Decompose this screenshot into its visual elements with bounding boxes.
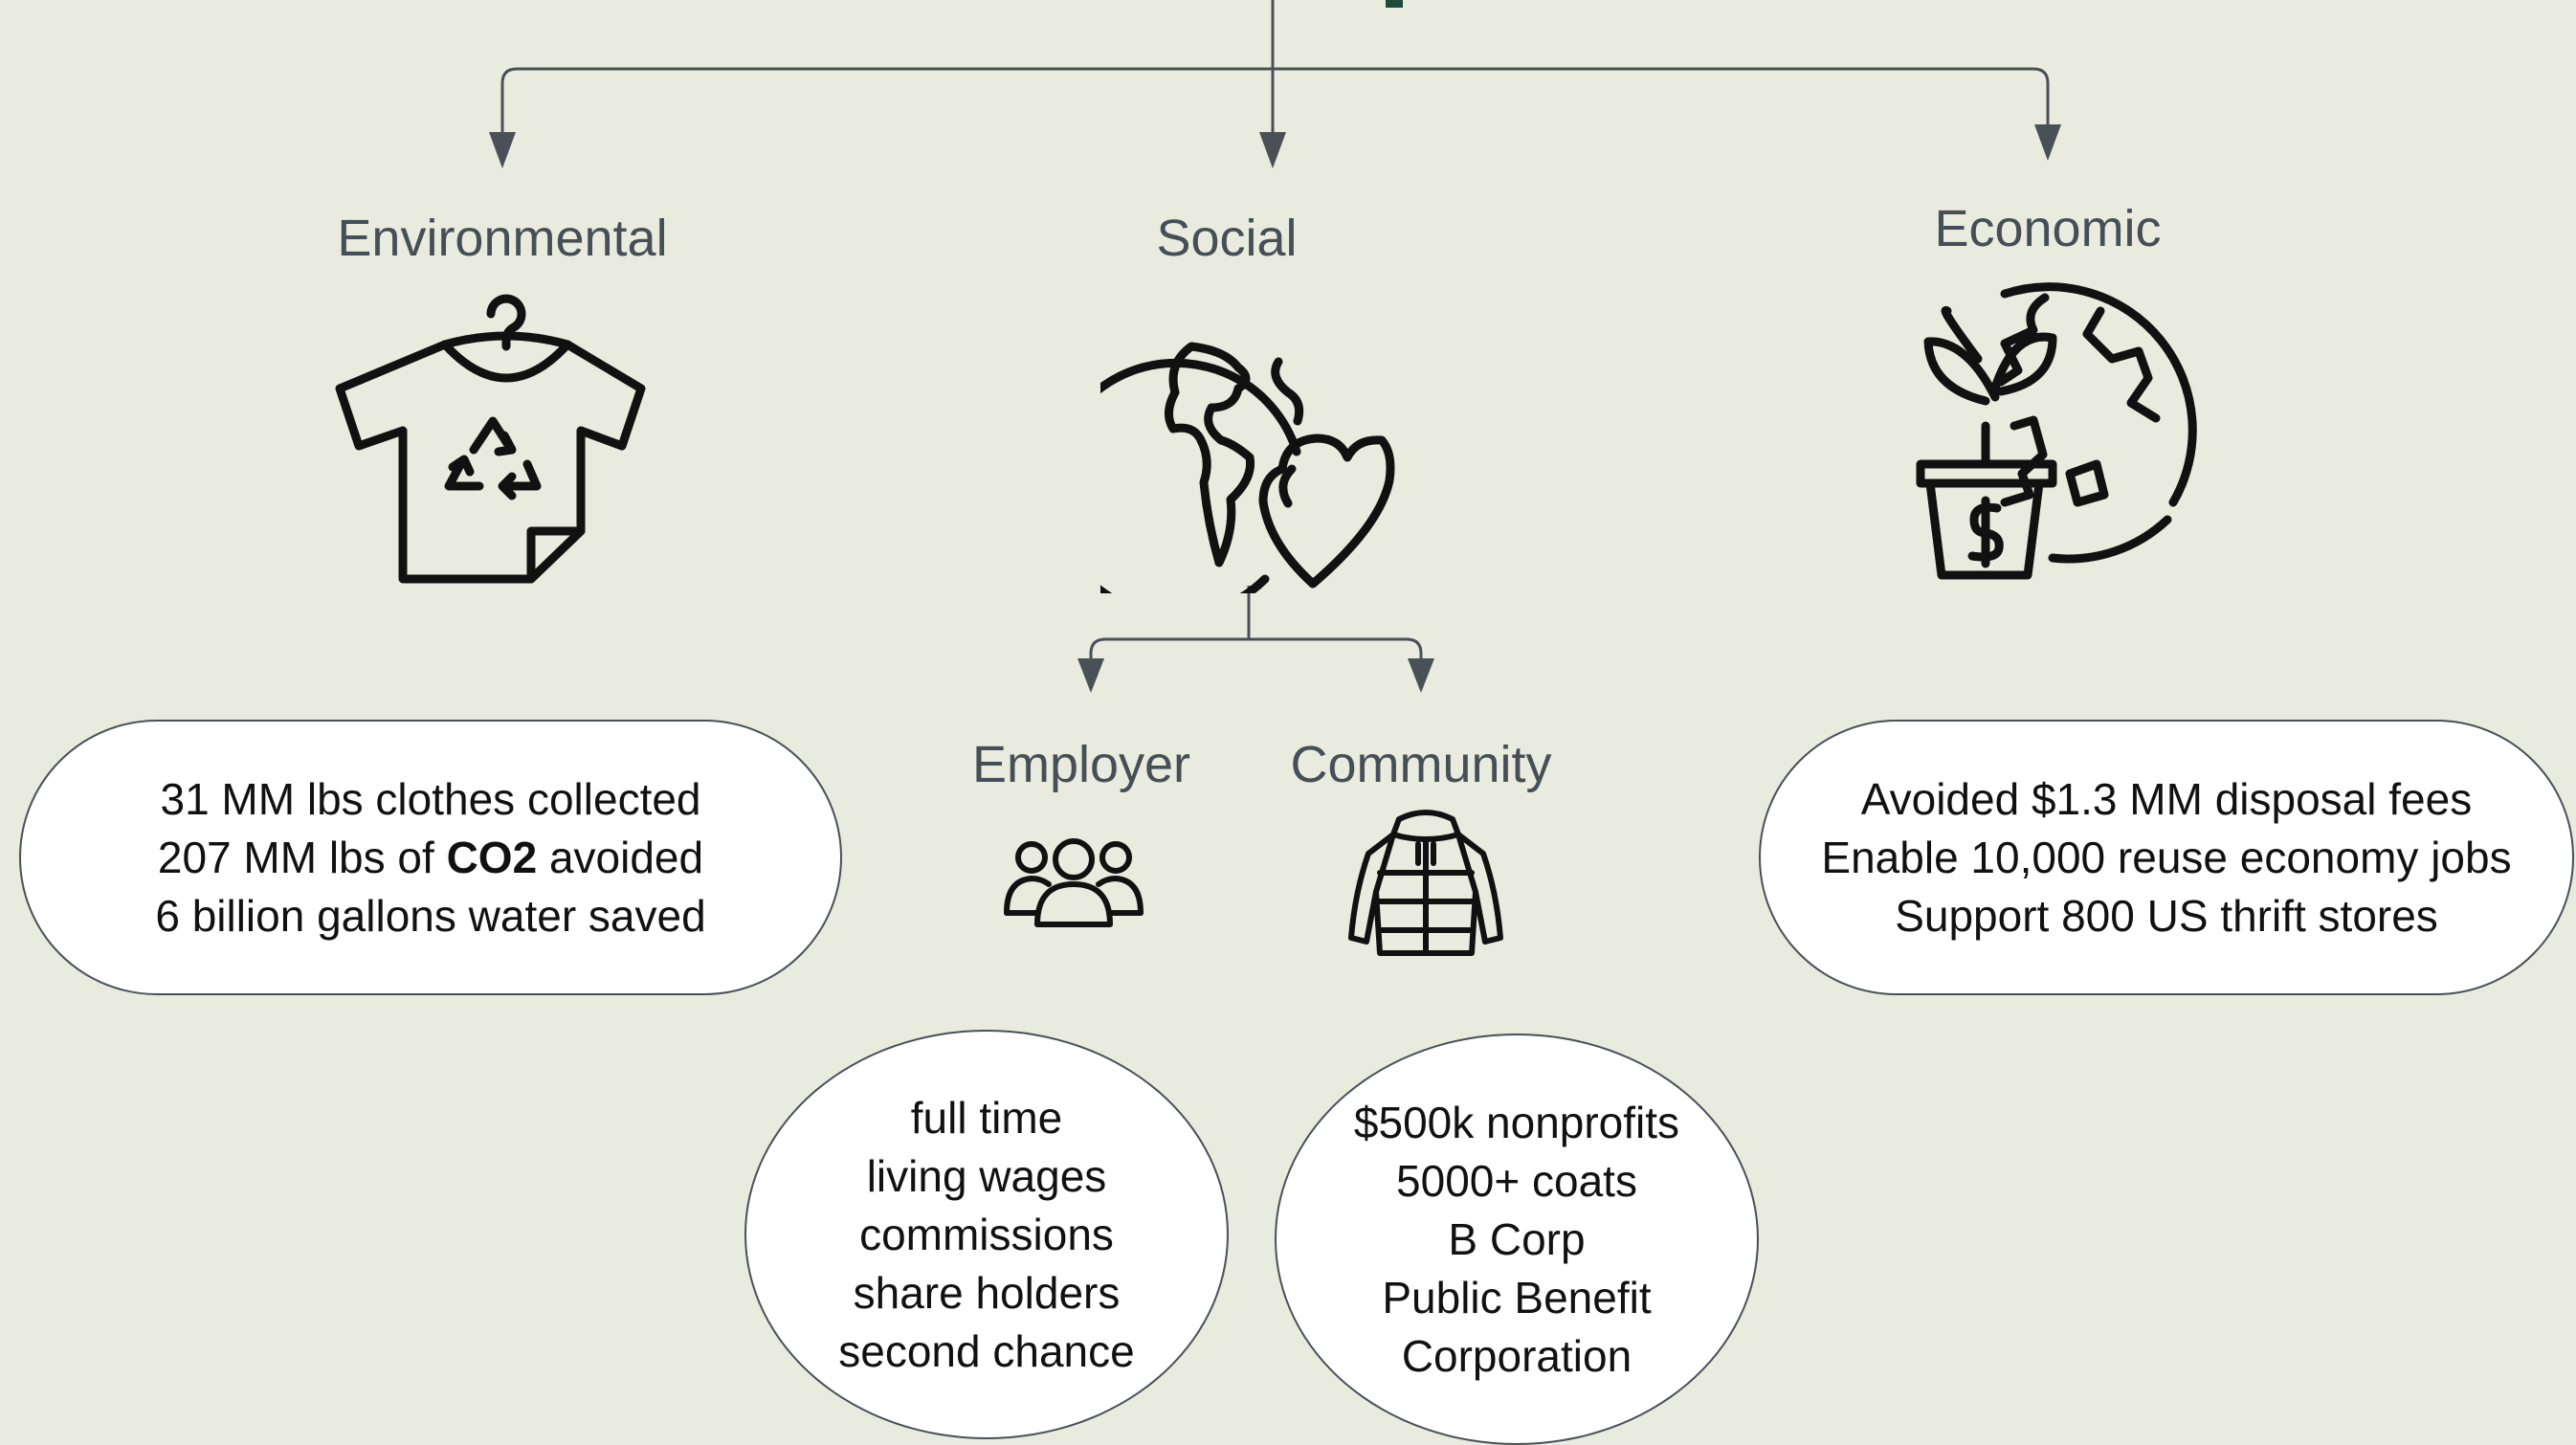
economic-stat-line: Support 800 US thrift stores (1895, 890, 2438, 941)
environmental-stat-line: 31 MM lbs clothes collected (160, 773, 701, 824)
community-item: Public Benefit (1382, 1272, 1652, 1323)
employer-heading: Employer (971, 736, 1191, 793)
community-item: $500k nonprofits (1353, 1097, 1680, 1147)
jacket-icon (1348, 810, 1503, 956)
connector-to-economic (1273, 67, 2050, 134)
arrowhead-employer (1077, 658, 1104, 693)
economic-stat-line: Avoided $1.3 MM disposal fees (1860, 773, 2473, 824)
people-group-icon (1004, 838, 1144, 927)
community-item: B Corp (1448, 1213, 1586, 1264)
economic-stats-oval: Avoided $1.3 MM disposal fees Enable 10,… (1759, 720, 2574, 995)
social-heading: Social (1156, 210, 1298, 267)
community-heading: Community (1290, 736, 1552, 793)
employer-item: commissions (859, 1209, 1114, 1259)
economic-heading: Economic (1934, 200, 2162, 257)
top-accent-mark (1386, 0, 1403, 8)
arrowhead-economic (2034, 124, 2061, 161)
recycled-shirt-icon (335, 294, 646, 584)
economic-stat-line: Enable 10,000 reuse economy jobs (1821, 832, 2512, 882)
employer-item: full time (910, 1092, 1063, 1143)
employer-values-circle: full time living wages commissions share ho… (744, 1030, 1229, 1439)
connector-to-environmental (500, 67, 1273, 144)
environmental-stats-oval: 31 MM lbs clothes collected 207 MM lbs o… (19, 720, 842, 995)
environmental-stat-line: 6 billion gallons water saved (155, 890, 706, 941)
arrowhead-social (1259, 132, 1286, 168)
environmental-heading: Environmental (337, 210, 668, 267)
connector-to-community (1249, 637, 1423, 660)
community-item: Corporation (1401, 1330, 1632, 1381)
employer-item: second chance (838, 1325, 1135, 1376)
employer-item: living wages (866, 1150, 1107, 1201)
community-item: 5000+ coats (1396, 1155, 1637, 1206)
connector-social-split (1089, 586, 1251, 660)
arrowhead-environmental (489, 132, 516, 168)
employer-item: share holders (853, 1267, 1121, 1318)
globe-heart-icon (1100, 342, 1395, 593)
environmental-stat-line: 207 MM lbs of CO2 avoided (157, 832, 704, 882)
plant-globe-money-icon (1916, 282, 2197, 580)
arrowhead-community (1408, 658, 1434, 693)
